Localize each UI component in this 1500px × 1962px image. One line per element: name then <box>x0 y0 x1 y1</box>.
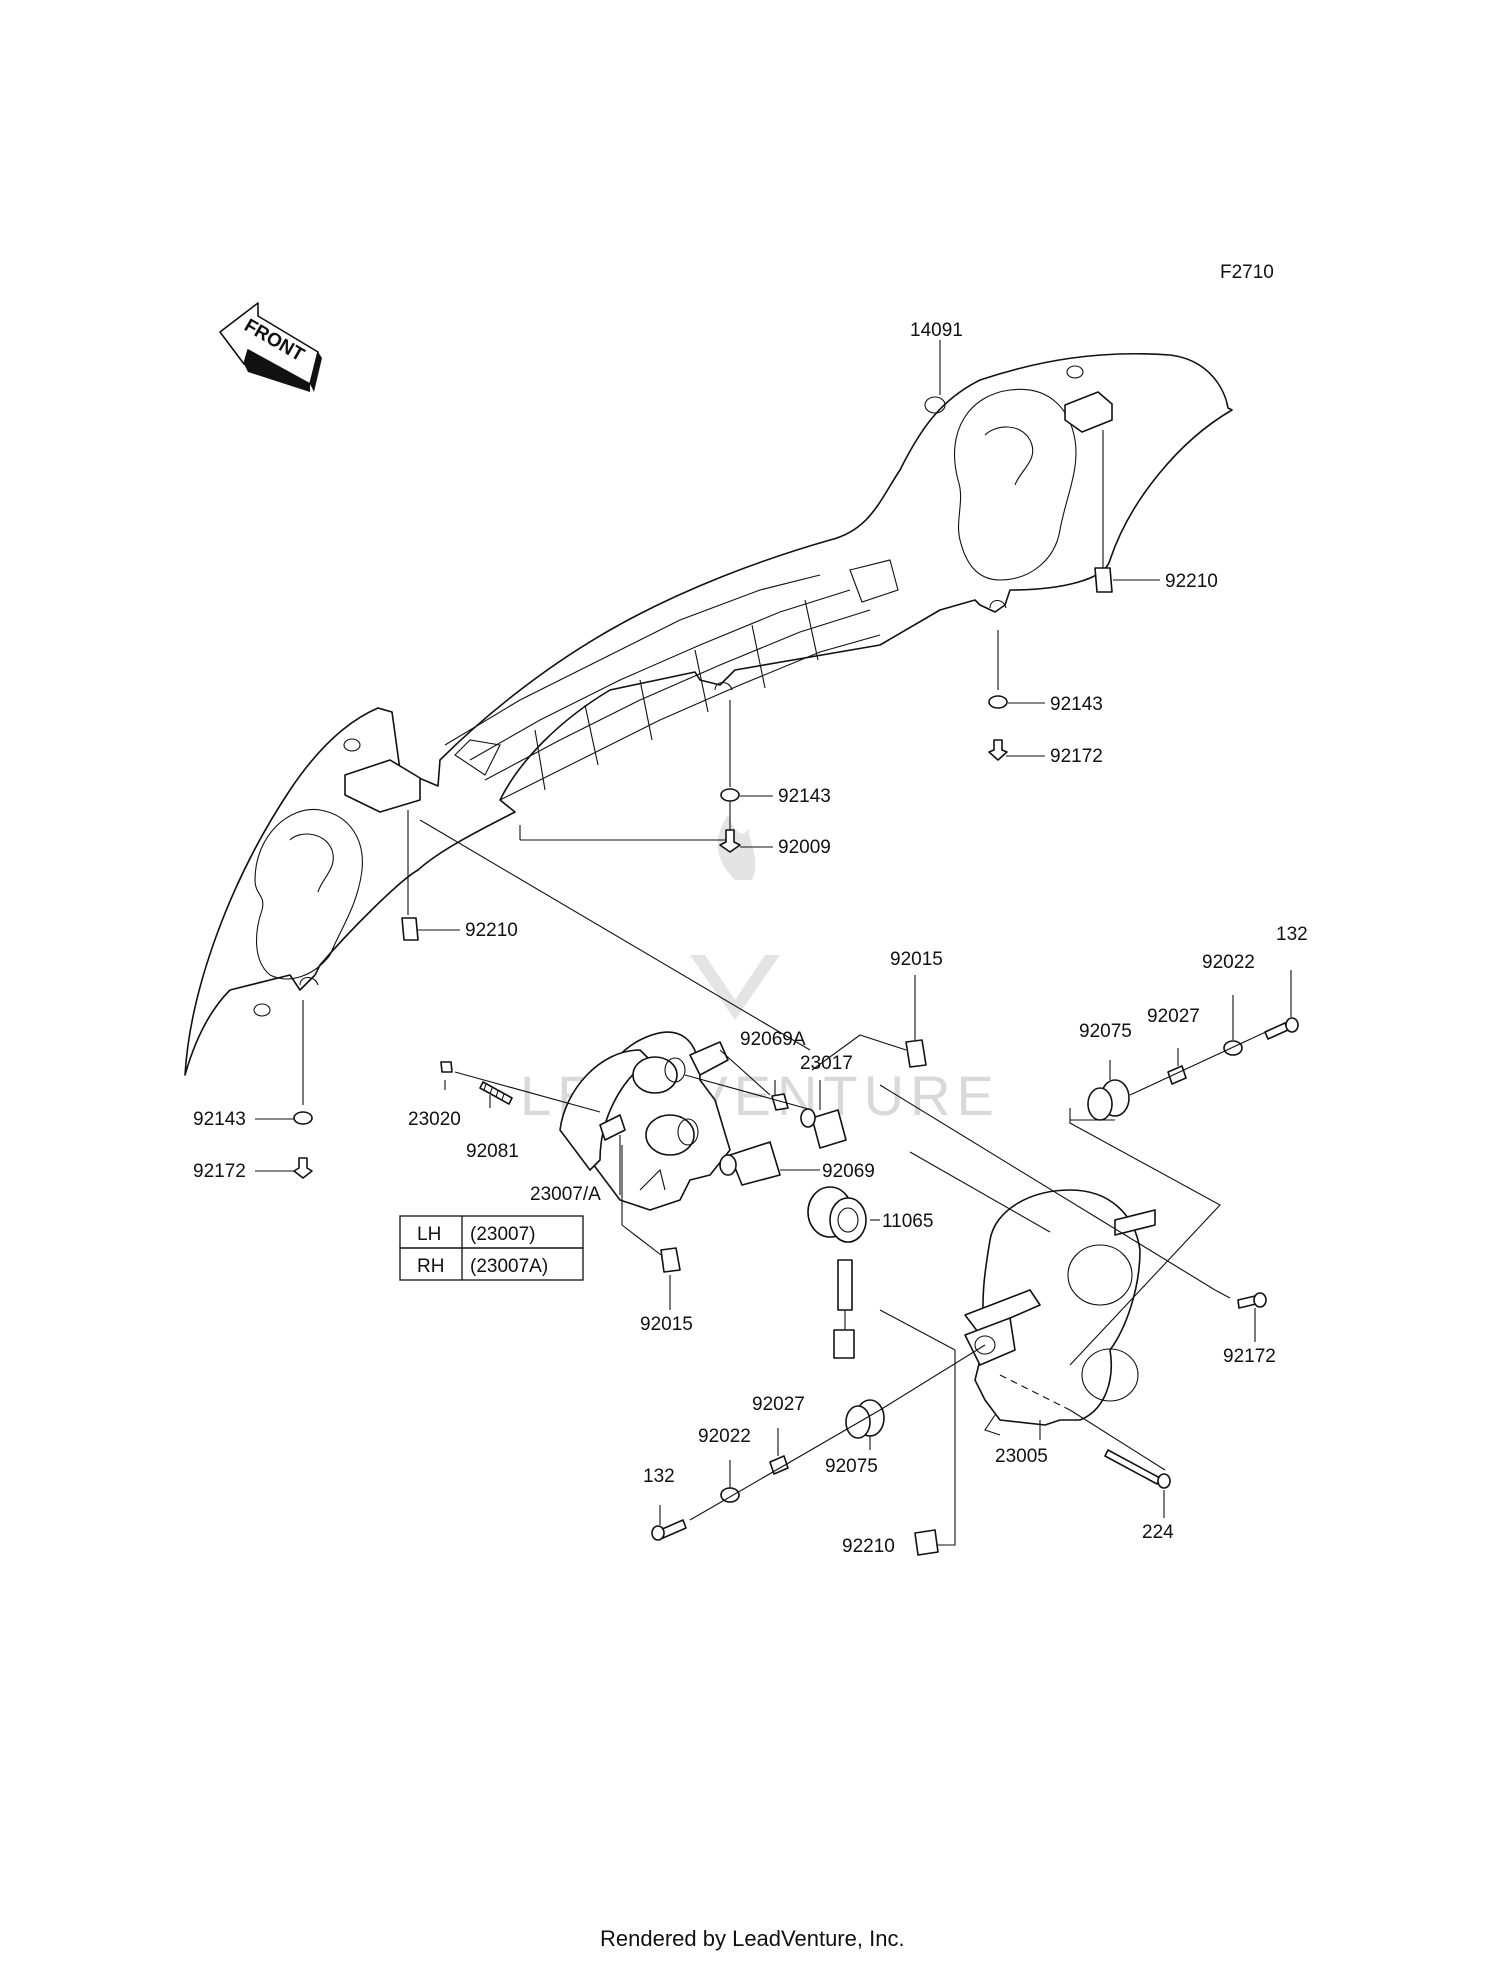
clip-92015-upper <box>905 1039 927 1068</box>
leader-224 <box>1069 1409 1166 1471</box>
washer-92022-right <box>1223 1040 1243 1056</box>
callout-92172-lower: 92172 <box>1223 1346 1276 1367</box>
callout-224: 224 <box>1142 1522 1174 1543</box>
callout-92210-lower: 92210 <box>842 1536 895 1557</box>
screw-92009 <box>719 829 741 853</box>
leader-lower-axis <box>689 1409 881 1521</box>
leader-right-axis <box>1129 1029 1271 1096</box>
leader-housing-diag <box>879 1084 1216 1291</box>
callout-11065: 11065 <box>882 1211 933 1232</box>
clip-92210-lower <box>914 1529 939 1556</box>
washer-92143-left <box>293 1111 313 1125</box>
callout-92075-lower: 92075 <box>825 1456 878 1477</box>
grommet-92075-lower <box>845 1399 885 1439</box>
leader-92015-upper <box>811 1034 907 1071</box>
callout-92015-upper: 92015 <box>890 949 943 970</box>
leader-92015-lower-b <box>621 1224 662 1256</box>
washer-92143-mid <box>720 788 740 802</box>
callout-23017: 23017 <box>800 1053 853 1074</box>
grille-cover-part <box>184 352 1233 1076</box>
clip-92210-right <box>1094 567 1113 593</box>
bulb-socket-23017 <box>800 1108 847 1149</box>
callout-92210-left: 92210 <box>465 920 518 941</box>
leader-right-frame <box>1069 1108 1221 1366</box>
variant-row-rh-part: (23007A) <box>470 1256 548 1277</box>
callout-92210-right: 92210 <box>1165 571 1218 592</box>
bolt-224 <box>1104 1449 1171 1489</box>
headlight-assembly-part <box>559 1031 731 1211</box>
callout-92075-right: 92075 <box>1079 1021 1132 1042</box>
screw-92172-left <box>293 1157 313 1179</box>
callout-92172-left: 92172 <box>193 1161 246 1182</box>
leader-bracket-mid <box>520 800 731 841</box>
leader-92210-lower <box>930 1350 956 1546</box>
callout-92172-right: 92172 <box>1050 746 1103 767</box>
callout-92069a: 92069A <box>740 1029 806 1050</box>
variant-table: LH (23007) RH (23007A) <box>399 1215 584 1281</box>
bolt-132-lower <box>651 1519 687 1541</box>
washer-92143-right <box>988 695 1008 709</box>
leader-cover-to-lamp <box>419 819 811 1051</box>
leader-92172-lower <box>1214 1289 1231 1299</box>
callout-labels: 14091 92210 92143 92172 92143 92009 9221… <box>193 320 1308 1557</box>
figure-code: F2710 <box>1220 262 1274 283</box>
socket-11065 <box>807 1186 867 1359</box>
leader-92081 <box>454 1071 601 1113</box>
bulb-92069a <box>771 1093 789 1111</box>
collar-92027-lower <box>769 1455 789 1475</box>
callout-132-lower: 132 <box>643 1466 675 1487</box>
clip-92015-lower <box>660 1247 681 1273</box>
callout-132-right: 132 <box>1276 924 1308 945</box>
bulb-92069 <box>719 1141 781 1186</box>
callout-14091: 14091 <box>910 320 963 341</box>
watermark-v-icon <box>690 955 780 1020</box>
leader-socket-to-housing <box>879 1309 956 1351</box>
callout-92027-right: 92027 <box>1147 1006 1200 1027</box>
footer-credit: Rendered by LeadVenture, Inc. <box>600 1926 905 1951</box>
leader-bulb-axis <box>684 1074 813 1111</box>
callout-92143-left: 92143 <box>193 1109 246 1130</box>
callout-92022-right: 92022 <box>1202 952 1255 973</box>
variant-row-lh-side: LH <box>417 1224 441 1245</box>
headlight-housing-part <box>964 1189 1156 1436</box>
callout-92143-right: 92143 <box>1050 694 1103 715</box>
callout-92027-lower: 92027 <box>752 1394 805 1415</box>
adjust-screw-92081 <box>479 1081 513 1105</box>
nut-23020 <box>440 1061 453 1073</box>
bolt-132-right <box>1264 1017 1299 1040</box>
callout-92015-lower: 92015 <box>640 1314 693 1335</box>
grommet-92075-right <box>1087 1079 1130 1121</box>
dashed-axis <box>999 1374 1071 1411</box>
callout-23020: 23020 <box>408 1109 461 1130</box>
screw-92172-right <box>988 739 1008 761</box>
clip-92210-left <box>401 917 419 941</box>
leader-92069a-link <box>719 1049 771 1096</box>
collar-92027-right <box>1167 1065 1187 1085</box>
callout-92069: 92069 <box>822 1161 875 1182</box>
callout-92081: 92081 <box>466 1141 519 1162</box>
front-arrow-icon: FRONT <box>219 302 322 392</box>
variant-row-lh-part: (23007) <box>470 1224 536 1245</box>
callout-92022-lower: 92022 <box>698 1426 751 1447</box>
callout-23007a: 23007/A <box>530 1184 601 1205</box>
callout-92143-mid: 92143 <box>778 786 831 807</box>
variant-row-rh-side: RH <box>417 1256 444 1277</box>
leader-upper-frame <box>909 1151 1051 1233</box>
callout-23005: 23005 <box>995 1446 1048 1467</box>
leader-lower-axis-b <box>879 1344 986 1411</box>
screw-92172-lower <box>1237 1292 1267 1309</box>
callout-92009: 92009 <box>778 837 831 858</box>
